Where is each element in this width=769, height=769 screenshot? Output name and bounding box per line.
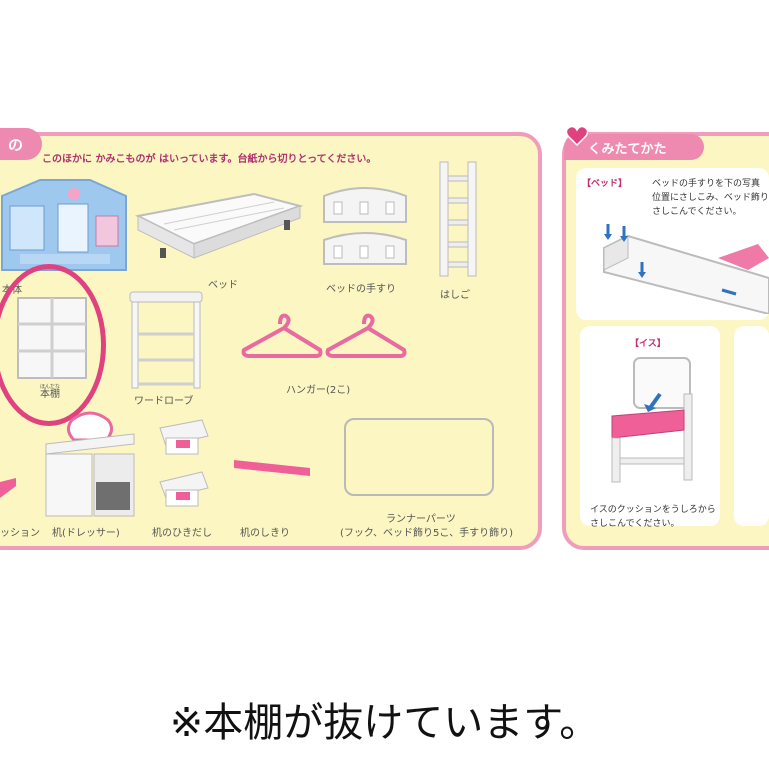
desk-dresser-image xyxy=(40,410,140,524)
desk-label: 机(ドレッサー) xyxy=(52,528,120,539)
hangers-label: ハンガー(2こ) xyxy=(286,385,351,396)
bed-instruction-text-2: 位置にさしこみ、ベッド飾り xyxy=(652,193,769,203)
parts-intro-text: このほかに かみこものが はいっています。台紙から切りとってください。 xyxy=(42,154,377,165)
chair-image xyxy=(600,354,700,490)
bed-instruction-text-1: ベッドの手すりを下の写真 xyxy=(652,179,761,189)
body-house-image xyxy=(0,176,128,276)
ladder-image xyxy=(436,160,480,282)
desk-divider-image xyxy=(232,454,312,482)
bed-rails-image xyxy=(320,182,410,280)
runner-sub-label: (フック、ベッド飾り5こ、手すり飾り) xyxy=(340,528,514,539)
howto-tab xyxy=(564,134,704,160)
bed-instruction-heading: 【ベッド】 xyxy=(582,179,628,189)
wardrobe-label: ワードローブ xyxy=(134,396,194,407)
cushion-image xyxy=(0,476,18,504)
divider-label: 机のしきり xyxy=(240,528,290,539)
bed-rails-label: ベッドの手すり xyxy=(326,284,396,295)
hangers-image xyxy=(240,310,410,370)
heart-icon xyxy=(565,125,589,150)
ladder-label: はしご xyxy=(440,290,470,301)
runner-label: ランナーパーツ xyxy=(386,514,456,525)
chair-instruction-text-2: さしこんでください。 xyxy=(590,519,680,529)
cushion-label: ッション xyxy=(0,528,40,539)
bed-assembly-image xyxy=(598,218,769,318)
desk-drawers-image xyxy=(156,416,212,516)
chair-instruction-heading: 【イス】 xyxy=(630,339,666,349)
bed-image xyxy=(134,186,304,272)
parts-panel-tab-label: の xyxy=(8,136,24,154)
drawers-label: 机のひきだし xyxy=(152,528,212,539)
howto-tab-label: くみたてかた xyxy=(588,142,667,157)
bed-instruction-text-3: さしこんでください。 xyxy=(652,207,742,217)
next-instruction-card xyxy=(734,326,769,526)
parts-panel-tab: の xyxy=(0,128,42,160)
runner-parts-frame xyxy=(344,418,494,496)
chair-instruction-text-1: イスのクッションをうしろから xyxy=(590,505,716,515)
bookshelf-highlight-circle xyxy=(0,264,106,426)
wardrobe-image xyxy=(128,290,204,394)
missing-part-note: ※本棚が抜けています。 xyxy=(169,700,600,746)
bed-label: ベッド xyxy=(208,280,238,291)
